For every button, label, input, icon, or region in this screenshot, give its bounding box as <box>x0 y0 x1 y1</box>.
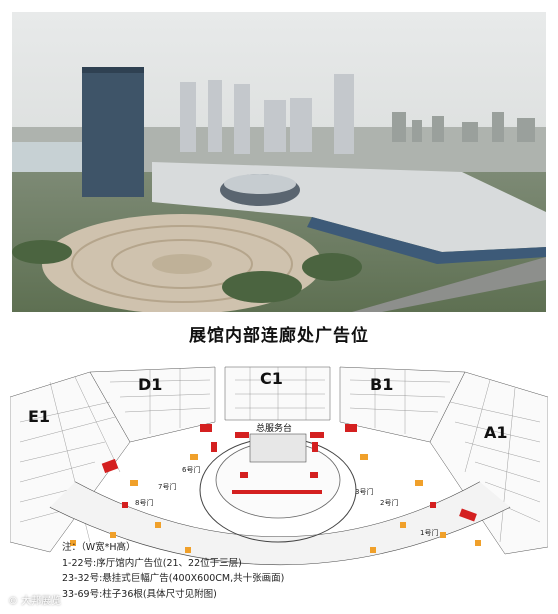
hall-label-c1: C1 <box>260 369 283 388</box>
gate-label-8: 8号门 <box>135 498 153 507</box>
aerial-photo <box>12 12 546 312</box>
gate-label-1: 1号门 <box>420 528 438 537</box>
gate-label-2: 2号门 <box>380 498 398 507</box>
gate-label-3: 3号门 <box>355 487 373 496</box>
notes-line-2: 23-32号:悬挂式巨幅广告(400X600CM,共十张画面) <box>62 573 285 584</box>
notes-line-3: 33-69号:柱子36根(具体尺寸见附图) <box>62 588 217 600</box>
page-title: 展馆内部连廊处广告位 <box>189 326 369 346</box>
watermark: © 大邦展览 <box>8 596 62 607</box>
notes-heading: 注：（W宽*H高） <box>62 542 136 553</box>
service-desk-label: 总服务台 <box>256 422 292 434</box>
legend-notes: 注：（W宽*H高） 1-22号:序厅馆内广告位(21、22位于三层) 23-32… <box>62 540 284 602</box>
notes-line-1: 1-22号:序厅馆内广告位(21、22位于三层) <box>62 557 242 569</box>
hall-label-d1: D1 <box>138 375 162 394</box>
hall-label-e1: E1 <box>28 407 50 426</box>
hall-grids <box>9 366 549 555</box>
floor-plan-map: E1 D1 C1 B1 A1 总服务台 8号门 7号门 6号门 3号门 2号门 … <box>9 362 549 600</box>
hall-label-b1: B1 <box>370 375 393 394</box>
ad-positions-orange <box>70 454 481 553</box>
gate-label-7: 7号门 <box>158 482 176 491</box>
gate-label-6: 6号门 <box>182 465 200 474</box>
ad-positions-red <box>101 424 477 522</box>
hall-label-a1: A1 <box>484 423 508 442</box>
